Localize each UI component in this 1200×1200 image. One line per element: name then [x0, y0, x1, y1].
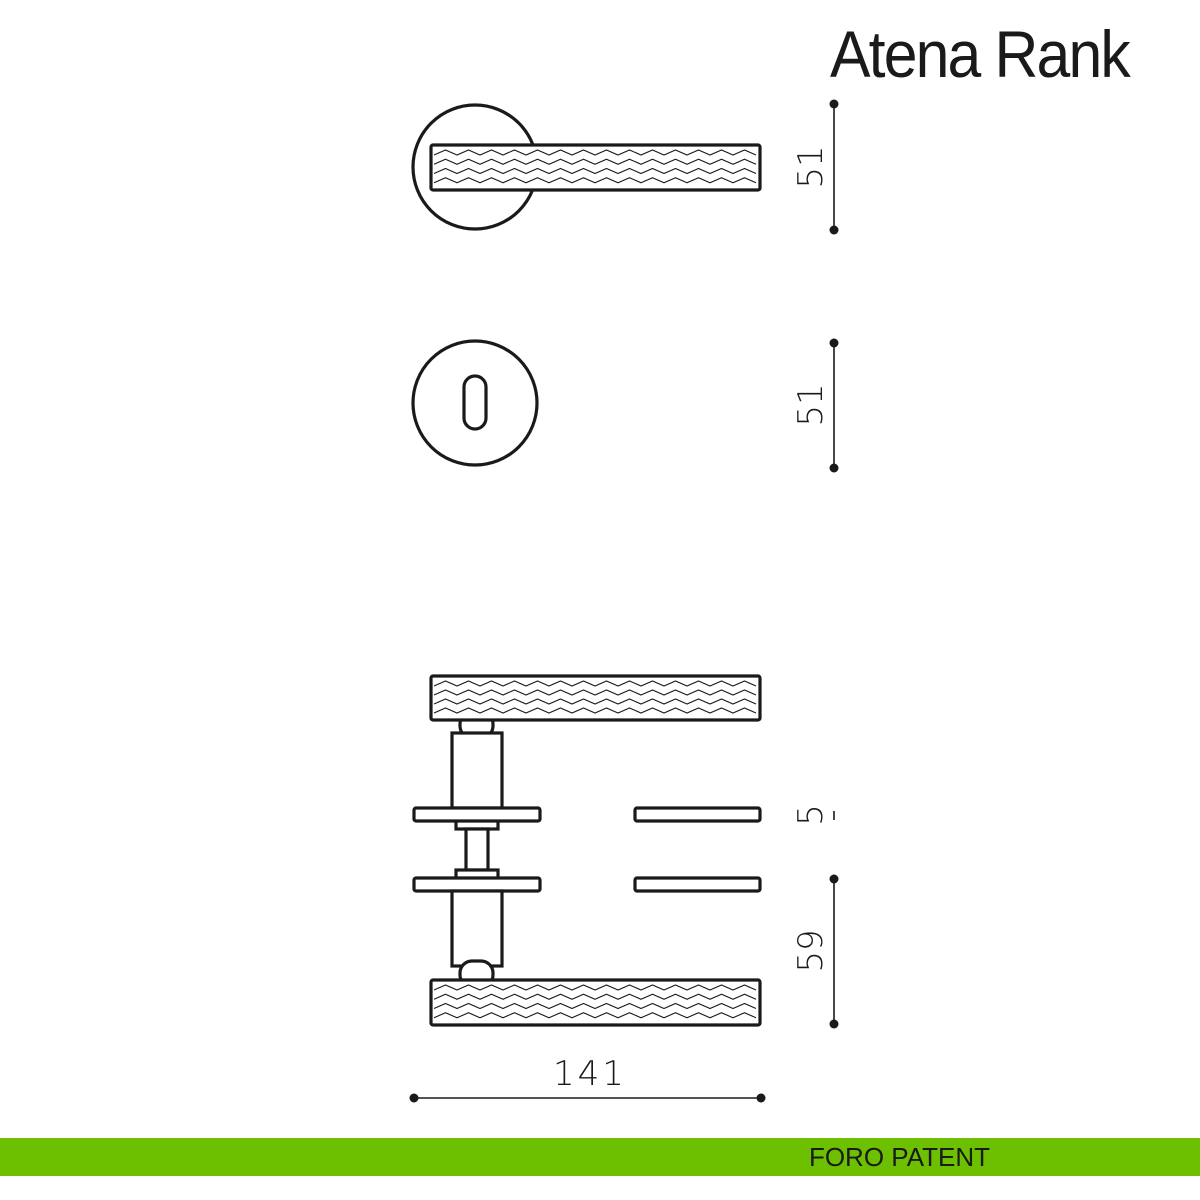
- handle-side-view: [412, 674, 762, 1027]
- handle-front-view: [411, 103, 762, 231]
- rose-plate-left-1: [412, 806, 542, 823]
- zigzag-line: [433, 984, 757, 991]
- zigzag-line: [433, 1012, 757, 1019]
- zigzag-line: [433, 707, 757, 714]
- lever: [429, 143, 762, 192]
- rose-plate-right-2: [633, 876, 762, 893]
- key-rose-view: [411, 339, 539, 467]
- zigzag-line: [433, 689, 757, 696]
- rose-plate-right-1: [633, 806, 762, 823]
- cylinder-bottom: [450, 889, 504, 968]
- dimension-label: 51: [791, 383, 831, 426]
- footer-bar: FORO PATENT: [0, 1138, 1200, 1176]
- lever-bottom: [429, 978, 762, 1027]
- dimension-141: 141: [409, 1054, 766, 1103]
- cylinder-top: [450, 731, 504, 810]
- dimension-51-key: 51: [791, 338, 839, 473]
- lever-texture: [433, 149, 757, 1019]
- zigzag-line: [433, 680, 757, 687]
- dimension-51-top: 51: [791, 99, 839, 235]
- zigzag-line: [433, 158, 757, 165]
- zigzag-line: [433, 167, 757, 175]
- keyhole-slot: [462, 374, 488, 431]
- product-title: Atena Rank: [830, 17, 1131, 91]
- zigzag-line: [433, 177, 757, 184]
- dimension-label: 141: [553, 1054, 627, 1094]
- zigzag-line: [433, 698, 757, 705]
- footer-label: FORO PATENT: [808, 1142, 990, 1172]
- spindle: [464, 827, 490, 872]
- rose-plate-left-2: [412, 876, 542, 893]
- dimension-59: 59: [791, 874, 839, 1029]
- zigzag-line: [433, 1002, 757, 1010]
- zigzag-line: [433, 993, 757, 1000]
- zigzag-line: [433, 149, 757, 156]
- dimension-label: 59: [791, 929, 831, 972]
- dimension-label: 51: [791, 145, 831, 188]
- dimension-5: 5: [791, 804, 835, 826]
- dimension-label: 5: [791, 804, 831, 826]
